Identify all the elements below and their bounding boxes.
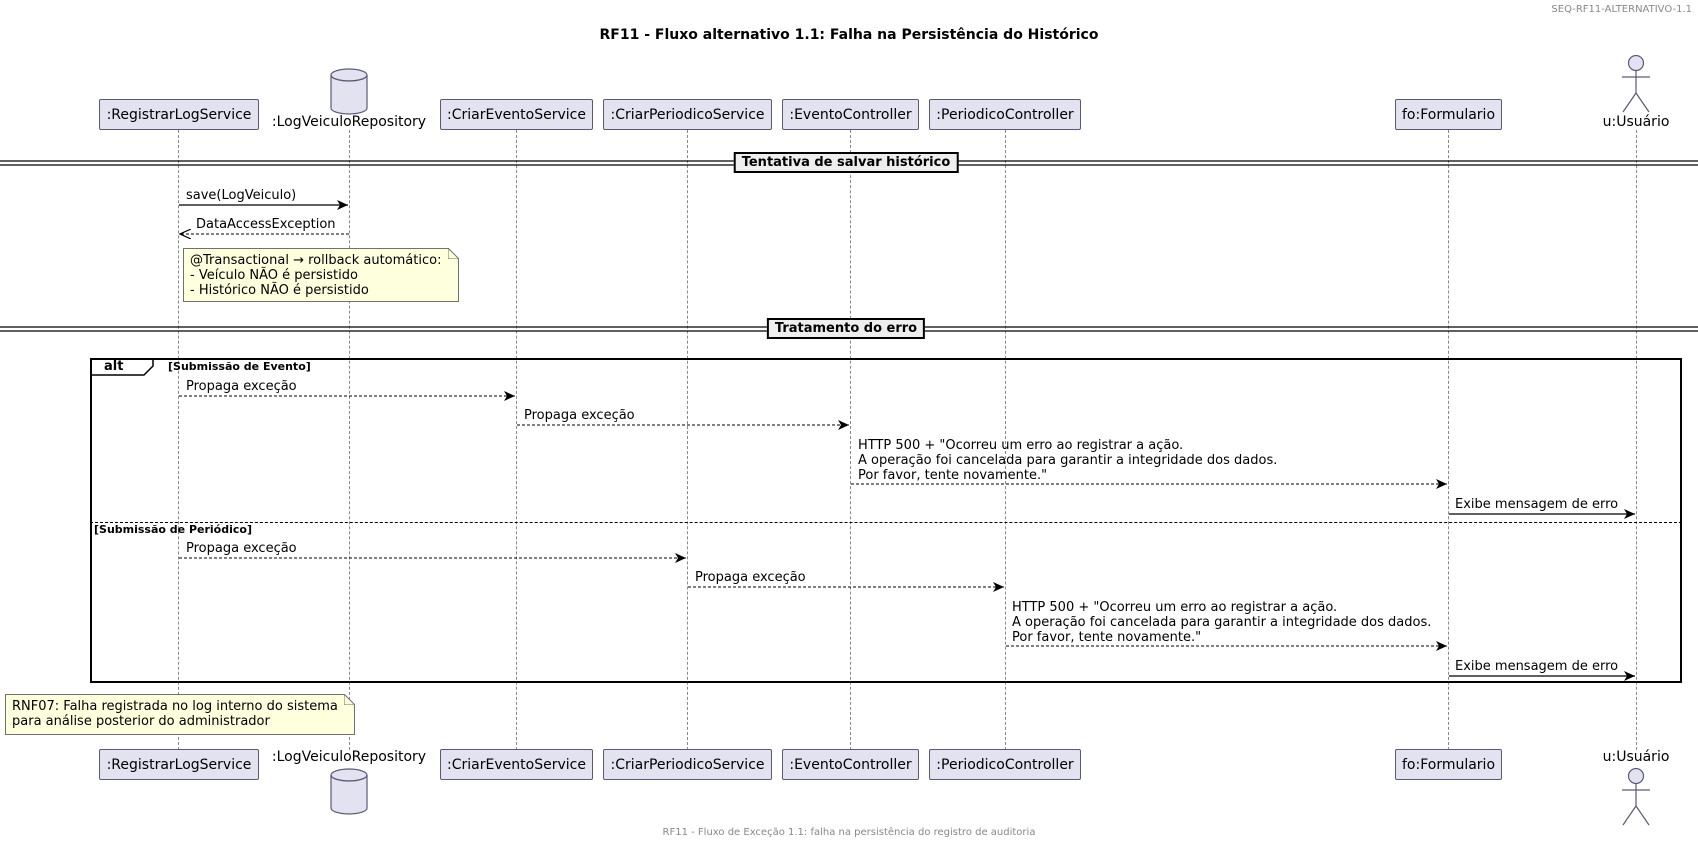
alt-guard-evento: [Submissão de Evento] <box>168 360 311 373</box>
message-exibe-erro: Exibe mensagem de erro <box>1455 659 1619 674</box>
participant-formulario: fo:Formulario <box>1395 99 1502 130</box>
database-icon <box>330 68 368 115</box>
separator-tentativa: Tentativa de salvar histórico <box>733 152 959 173</box>
message-propaga-excecao: Propaga exceção <box>524 408 635 423</box>
participant-usuario-bottom: u:Usuário <box>1602 749 1670 765</box>
participant-criar-evento-service: :CriarEventoService <box>440 99 593 130</box>
message-http-500: HTTP 500 + "Ocorreu um erro ao registrar… <box>1012 600 1432 645</box>
lifeline-formulario <box>1448 130 1449 750</box>
message-propaga-excecao: Propaga exceção <box>695 570 806 585</box>
lifeline-evento-controller <box>850 130 851 750</box>
participant-usuario: u:Usuário <box>1602 114 1670 130</box>
note-fold-icon <box>344 694 355 705</box>
alt-guard-periodico: [Submissão de Periódico] <box>94 523 252 536</box>
message-propaga-excecao: Propaga exceção <box>186 541 297 556</box>
actor-icon <box>1622 768 1650 826</box>
participant-criar-periodico-service: :CriarPeriodicoService <box>603 99 772 130</box>
participant-periodico-controller-bottom: :PeriodicoController <box>929 749 1081 780</box>
note-rnf07: RNF07: Falha registrada no log interno d… <box>5 694 355 735</box>
participant-log-veiculo-repository: :LogVeiculoRepository <box>271 114 427 130</box>
participant-evento-controller-bottom: :EventoController <box>782 749 919 780</box>
diagram-title: RF11 - Fluxo alternativo 1.1: Falha na P… <box>599 27 1099 43</box>
message-exibe-erro: Exibe mensagem de erro <box>1455 497 1619 512</box>
lifeline-periodico-controller <box>1005 130 1006 750</box>
participant-registrar-log-service-bottom: :RegistrarLogService <box>99 749 259 780</box>
message-data-access-exception: DataAccessException <box>196 217 336 232</box>
diagram-footer: RF11 - Fluxo de Exceção 1.1: falha na pe… <box>662 827 1036 838</box>
diagram-id: SEQ-RF11-ALTERNATIVO-1.1 <box>1551 4 1692 15</box>
alt-divider <box>90 522 1682 523</box>
participant-criar-periodico-service-bottom: :CriarPeriodicoService <box>603 749 772 780</box>
participant-registrar-log-service: :RegistrarLogService <box>99 99 259 130</box>
alt-fragment <box>90 358 1682 683</box>
alt-fragment-tab <box>90 358 154 376</box>
participant-periodico-controller: :PeriodicoController <box>929 99 1081 130</box>
note-transactional-rollback: @Transactional → rollback automático: - … <box>183 248 459 302</box>
message-http-500: HTTP 500 + "Ocorreu um erro ao registrar… <box>858 438 1278 483</box>
actor-icon <box>1622 55 1650 113</box>
lifeline-registrar-log-service <box>178 130 179 750</box>
participant-log-veiculo-repository-bottom: :LogVeiculoRepository <box>271 749 427 765</box>
message-propaga-excecao: Propaga exceção <box>186 379 297 394</box>
note-fold-icon <box>448 248 459 259</box>
lifeline-usuario <box>1636 130 1637 750</box>
participant-criar-evento-service-bottom: :CriarEventoService <box>440 749 593 780</box>
message-save: save(LogVeiculo) <box>186 188 297 203</box>
lifeline-log-veiculo-repository <box>349 130 350 750</box>
alt-operator: alt <box>104 359 124 374</box>
lifeline-criar-periodico-service <box>687 130 688 750</box>
participant-formulario-bottom: fo:Formulario <box>1395 749 1502 780</box>
lifeline-criar-evento-service <box>516 130 517 750</box>
separator-tratamento: Tratamento do erro <box>766 318 926 339</box>
participant-evento-controller: :EventoController <box>782 99 919 130</box>
database-icon <box>330 768 368 815</box>
